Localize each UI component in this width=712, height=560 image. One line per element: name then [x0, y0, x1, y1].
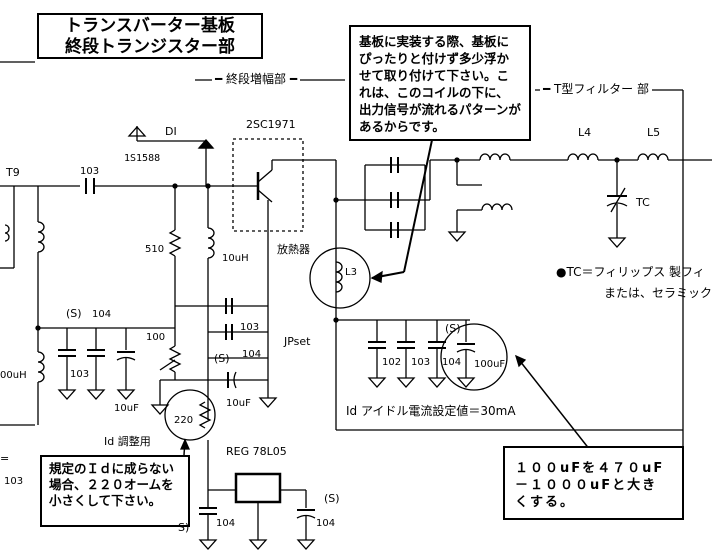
label-c104-b: 104: [442, 357, 462, 368]
label-c104-reg1: 104: [216, 518, 236, 529]
label-c103-mid: 103: [240, 322, 260, 333]
note-heatsink-coil: 基板に実装する際、基板にぴったりと付けず多少浮かせて取り付けて下さい。これは、こ…: [349, 25, 531, 141]
title-box: トランスバーター基板 終段トランジスター部: [37, 13, 263, 59]
label-c104-reg2: 104: [316, 518, 336, 529]
label-s-reg: (S): [324, 492, 340, 505]
label-l4: L4: [578, 126, 592, 139]
label-t9: T9: [6, 166, 20, 179]
label-l3: L3: [345, 267, 357, 278]
label-r220: 220: [174, 415, 194, 426]
label-s-right: (S): [445, 322, 461, 335]
label-c10uf-a: 10uF: [114, 403, 139, 414]
label-c103-a: 103: [70, 369, 90, 380]
label-tc: TC: [636, 196, 650, 209]
label-c103-b: 103: [411, 357, 431, 368]
label-diode-part: 1S1588: [124, 153, 161, 164]
section-filter: ━ T型フィルター 部: [540, 83, 652, 96]
label-tc-note2: または、セラミック: [604, 286, 712, 300]
label-r100: 100: [146, 332, 166, 343]
label-jpset: JPset: [284, 335, 311, 348]
label-r510: 510: [145, 244, 165, 255]
label-c103-left: 103: [4, 476, 24, 487]
label-s-mid: (S): [214, 352, 230, 365]
label-id-adjust: Id 調整用: [104, 435, 151, 448]
title-line1: トランスバーター基板: [65, 16, 235, 36]
note-capacitor: １００uFを４７０uF－１０００uFと大きくする。: [503, 446, 684, 520]
label-regulator: REG 78L05: [226, 445, 287, 458]
label-c10uf-b: 10uF: [226, 398, 251, 409]
label-s104: (S): [66, 307, 82, 320]
label-left-eq: =: [0, 452, 10, 465]
label-c100uf: 100uF: [474, 359, 506, 370]
label-idle-current: Id アイドル電流設定値＝30mA: [346, 404, 516, 418]
label-l-left: 00uH: [0, 370, 27, 381]
label-l5: L5: [647, 126, 661, 139]
label-c104-mid: 104: [242, 349, 262, 360]
label-c103-top: 103: [80, 166, 100, 177]
label-transistor: 2SC1971: [246, 118, 296, 131]
note-id-adjust: 規定のＩｄに成らない場合、２２０オームを小さくして下さい。: [40, 455, 190, 527]
label-s-bottom: S): [178, 521, 190, 534]
label-c102: 102: [382, 357, 402, 368]
section-final-amp: ━ 終段増幅部 ━: [212, 73, 301, 86]
label-c104-a: 104: [92, 309, 112, 320]
label-tc-note1: ●TC＝フィリップス 製フィ: [556, 265, 705, 279]
label-di: DI: [165, 125, 177, 138]
label-l10uh: 10uH: [222, 253, 249, 264]
label-heatsink: 放熱器: [277, 243, 310, 256]
title-line2: 終段トランジスター部: [65, 37, 235, 57]
